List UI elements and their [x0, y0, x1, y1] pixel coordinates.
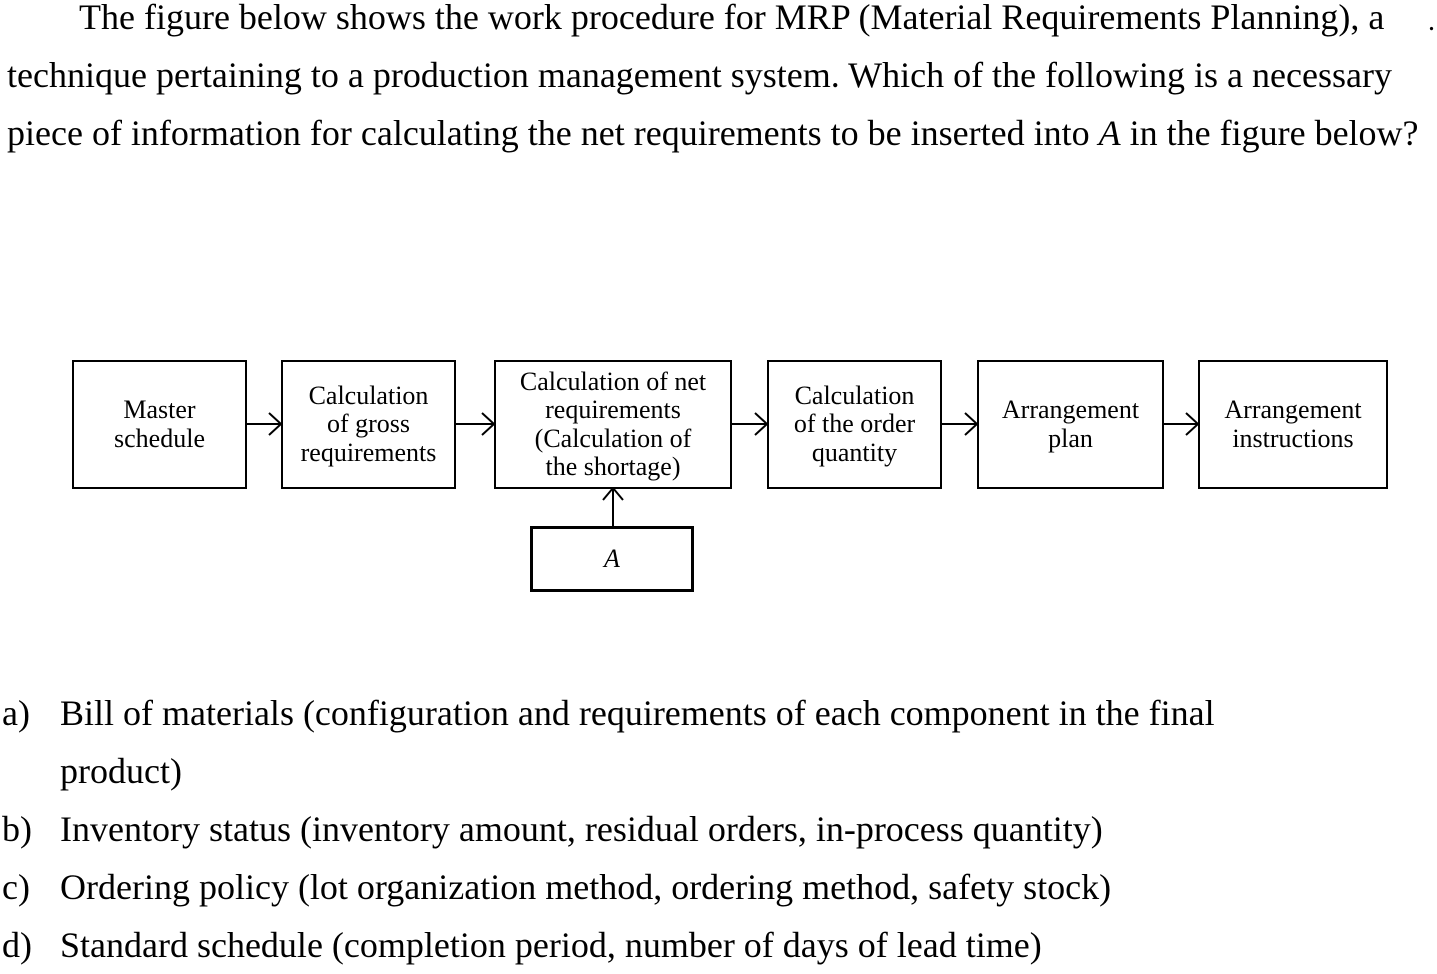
box-line: Arrangement: [1224, 395, 1362, 424]
box-line: (Calculation of: [534, 423, 692, 453]
arrow-2: [455, 412, 496, 436]
arrow-up: [602, 486, 624, 526]
box-net-requirements: Calculation of net requirements (Calcula…: [494, 360, 732, 489]
box-gross-requirements: Calculation of gross requirements: [281, 360, 456, 489]
option-text: Inventory status (inventory amount, resi…: [60, 809, 1103, 849]
box-line: Calculation: [308, 380, 429, 410]
question-text-before: The figure below shows the work procedur…: [7, 0, 1392, 153]
box-input-a: A: [530, 526, 694, 592]
box-arrangement-plan: Arrangement plan: [977, 360, 1164, 489]
box-line: Arrangement: [1001, 395, 1140, 424]
box-master-schedule: Master schedule: [72, 360, 247, 489]
box-line: of gross: [326, 409, 411, 439]
box-line: plan: [1048, 423, 1093, 453]
box-order-quantity: Calculation of the order quantity: [767, 360, 942, 489]
answer-options: a) Bill of materials (configuration and …: [0, 684, 1437, 974]
option-a[interactable]: a) Bill of materials (configuration and …: [0, 684, 1310, 800]
stray-mark: .: [1428, 6, 1435, 37]
option-text: Bill of materials (configuration and req…: [60, 693, 1215, 791]
box-line: Calculation of net: [519, 366, 707, 396]
option-c[interactable]: c) Ordering policy (lot organization met…: [0, 858, 1310, 916]
box-line: requirements: [545, 395, 681, 424]
box-line: requirements: [300, 437, 437, 467]
box-line: Master: [123, 395, 196, 424]
box-line: quantity: [811, 437, 898, 467]
question-variable: A: [1098, 113, 1121, 153]
box-line: the shortage): [545, 452, 681, 481]
option-letter: b): [2, 809, 32, 849]
option-text: Standard schedule (completion period, nu…: [60, 925, 1042, 965]
question-text-after: in the figure below?: [1120, 113, 1419, 153]
option-d[interactable]: d) Standard schedule (completion period,…: [0, 916, 1310, 974]
arrow-4: [940, 412, 979, 436]
option-letter: a): [2, 693, 30, 733]
box-line: schedule: [114, 423, 205, 453]
box-line: instructions: [1232, 423, 1354, 453]
option-letter: d): [2, 925, 32, 965]
option-text: Ordering policy (lot organization method…: [60, 867, 1112, 907]
mrp-flow-diagram: Master schedule Calculation of gross req…: [0, 340, 1437, 610]
option-b[interactable]: b) Inventory status (inventory amount, r…: [0, 800, 1310, 858]
box-line: of the order: [793, 409, 916, 439]
box-input-a-label: A: [604, 543, 620, 573]
arrow-3: [731, 412, 769, 436]
arrow-1: [246, 412, 283, 436]
arrow-5: [1162, 412, 1200, 436]
box-arrangement-instructions: Arrangement instructions: [1198, 360, 1388, 489]
option-letter: c): [2, 867, 30, 907]
question-text: The figure below shows the work procedur…: [7, 0, 1427, 162]
box-line: Calculation: [794, 380, 915, 410]
